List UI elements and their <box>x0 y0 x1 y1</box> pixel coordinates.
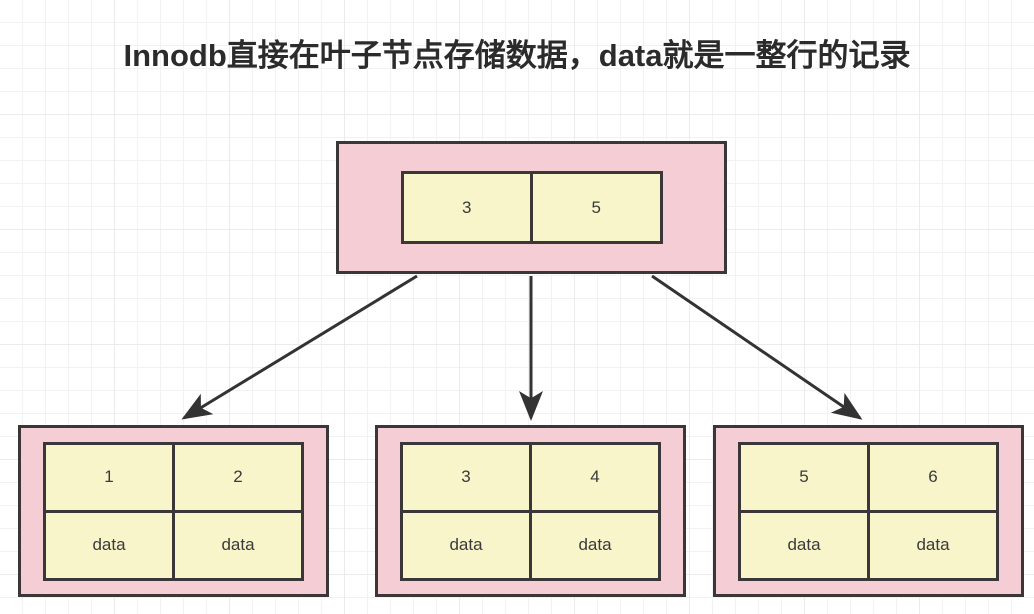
root-node-key-row: 3 5 <box>403 174 660 241</box>
leaf-node-3-key-table: 5 6 data data <box>738 441 999 581</box>
leaf-node-3-key-row: 5 6 <box>741 444 996 510</box>
diagram-title: Innodb直接在叶子节点存储数据，data就是一整行的记录 <box>123 38 911 73</box>
root-node[interactable]: 3 5 <box>336 141 727 274</box>
edge-root-to-leaf-1 <box>181 274 418 420</box>
root-node-key-cell: 5 <box>530 174 660 241</box>
leaf-node-1-key-cell: 2 <box>172 444 301 510</box>
leaf-node-2-key-row: 3 4 <box>403 444 658 510</box>
leaf-node-2-data-cell: data <box>403 512 529 578</box>
edge-root-to-leaf-3 <box>651 274 863 420</box>
leaf-node-2-key-cell: 3 <box>403 444 529 510</box>
leaf-node-1[interactable]: 1 2 data data <box>18 425 329 597</box>
leaf-node-2-data-cell: data <box>529 512 658 578</box>
root-node-key-table: 3 5 <box>400 171 663 244</box>
leaf-node-1-data-cell: data <box>46 512 172 578</box>
leaf-node-2-key-table: 3 4 data data <box>400 441 661 581</box>
leaf-node-1-key-table: 1 2 data data <box>43 441 304 581</box>
leaf-node-1-key-row: 1 2 <box>46 444 301 510</box>
leaf-node-1-data-row: data data <box>46 509 301 578</box>
leaf-node-3-data-row: data data <box>741 509 996 578</box>
leaf-node-3-key-cell: 6 <box>867 444 996 510</box>
leaf-node-1-key-cell: 1 <box>46 444 172 510</box>
leaf-node-1-data-cell: data <box>172 512 301 578</box>
leaf-node-3-key-cell: 5 <box>741 444 867 510</box>
leaf-node-2[interactable]: 3 4 data data <box>375 425 686 597</box>
leaf-node-3-data-cell: data <box>867 512 996 578</box>
leaf-node-3[interactable]: 5 6 data data <box>713 425 1024 597</box>
leaf-node-2-key-cell: 4 <box>529 444 658 510</box>
leaf-node-3-data-cell: data <box>741 512 867 578</box>
root-node-key-cell: 3 <box>403 174 530 241</box>
leaf-node-2-data-row: data data <box>403 509 658 578</box>
